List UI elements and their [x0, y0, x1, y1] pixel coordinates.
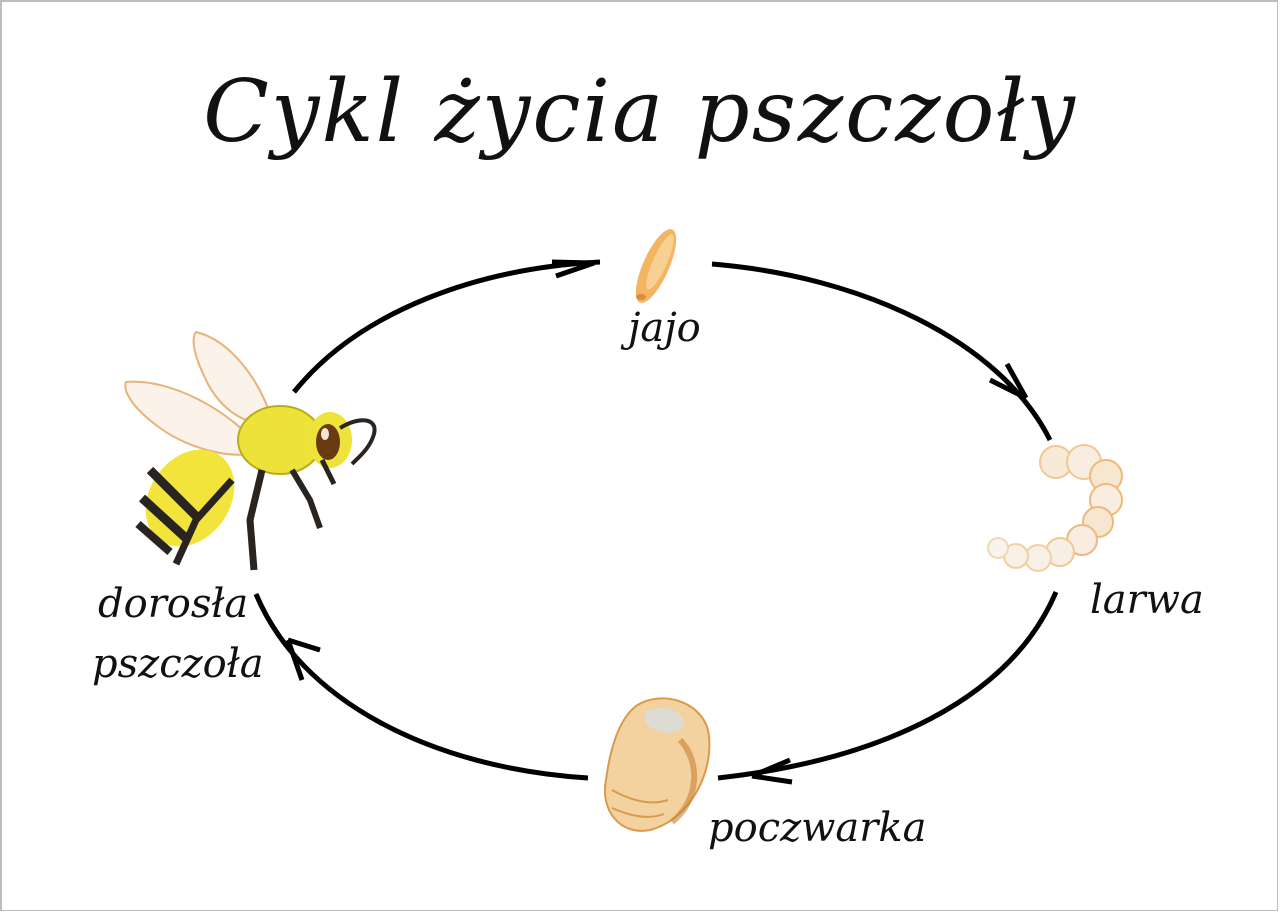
diagram-title: Cykl życia pszczoły: [203, 62, 1077, 162]
stage-label-adult-line1: dorosła: [98, 581, 249, 627]
arc-larva-to-pupa: [717, 591, 1059, 781]
bee-illustration: [124, 330, 377, 571]
pupa-illustration: [603, 697, 711, 832]
arc-pupa-to-adult: [253, 593, 589, 781]
larva-illustration: [987, 444, 1123, 572]
arrowhead-to-larva: [988, 362, 1029, 401]
arc-egg-to-larva: [711, 261, 1053, 442]
stage-label-pupa: poczwarka: [708, 805, 927, 851]
stage-label-larva: larwa: [1090, 577, 1204, 623]
cycle-arrows: [253, 259, 1059, 781]
arrowhead-to-egg: [551, 259, 595, 279]
arrowhead-to-pupa: [751, 757, 793, 785]
arrowheads: [285, 259, 1029, 785]
arrowhead-to-adult: [285, 637, 321, 681]
stage-label-egg: jajo: [628, 305, 701, 351]
egg-illustration: [635, 229, 677, 303]
stage-label-adult-line2: pszczoła: [92, 641, 264, 687]
arc-adult-to-egg: [292, 259, 601, 394]
